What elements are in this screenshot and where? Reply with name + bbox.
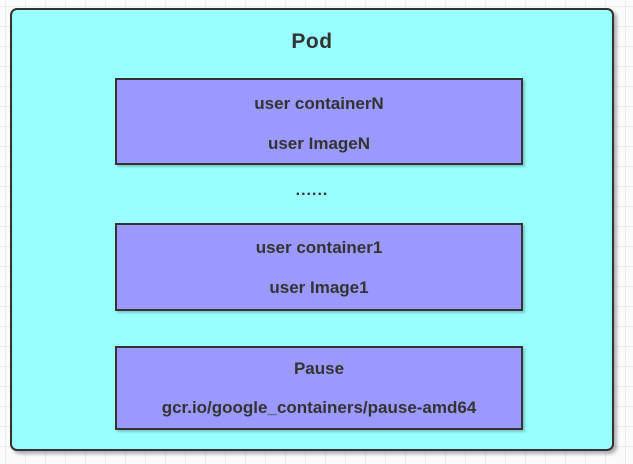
- pause-container-name: Pause: [293, 359, 345, 378]
- pod-title: Pod: [291, 30, 333, 53]
- container-node-n: user containerN user ImageN: [115, 78, 523, 165]
- pod-node: Pod user containerN user ImageN ...... u…: [10, 8, 614, 451]
- pause-container-node: Pause gcr.io/google_containers/pause-amd…: [115, 346, 523, 430]
- container-1-image: user Image1: [269, 278, 369, 297]
- container-1-name: user container1: [255, 238, 383, 257]
- container-node-1: user container1 user Image1: [115, 223, 523, 311]
- container-n-name: user containerN: [254, 94, 384, 113]
- ellipsis-label: ......: [295, 182, 329, 199]
- pause-container-image: gcr.io/google_containers/pause-amd64: [161, 398, 477, 417]
- container-n-image: user ImageN: [267, 134, 371, 153]
